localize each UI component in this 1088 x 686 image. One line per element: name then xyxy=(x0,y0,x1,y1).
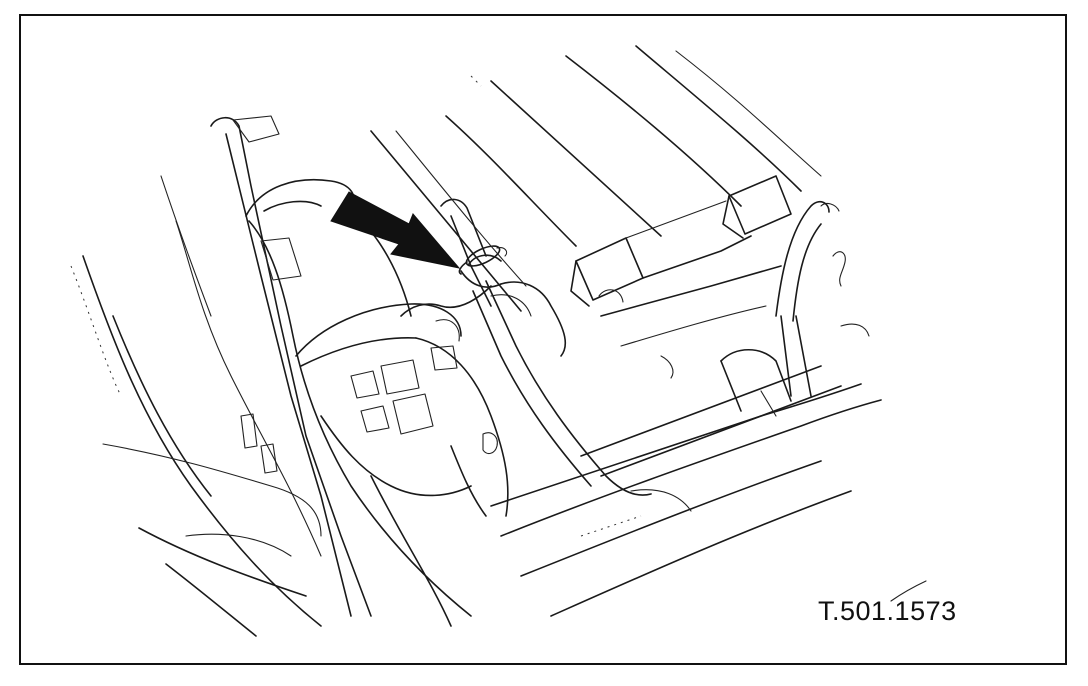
right-pipe xyxy=(775,200,830,397)
fuel-line xyxy=(440,198,652,496)
canister-housing xyxy=(245,178,509,627)
left-body-contour xyxy=(70,175,322,637)
arrow-icon xyxy=(330,191,461,269)
upper-rails xyxy=(370,45,822,312)
left-strut xyxy=(185,115,372,617)
right-brackets xyxy=(570,175,846,379)
lower-sill xyxy=(490,265,882,617)
figure-frame: T.501.1573 xyxy=(19,14,1067,665)
leader-stroke xyxy=(890,580,927,602)
technical-illustration xyxy=(70,45,927,637)
figure-reference-code: T.501.1573 xyxy=(818,596,957,626)
